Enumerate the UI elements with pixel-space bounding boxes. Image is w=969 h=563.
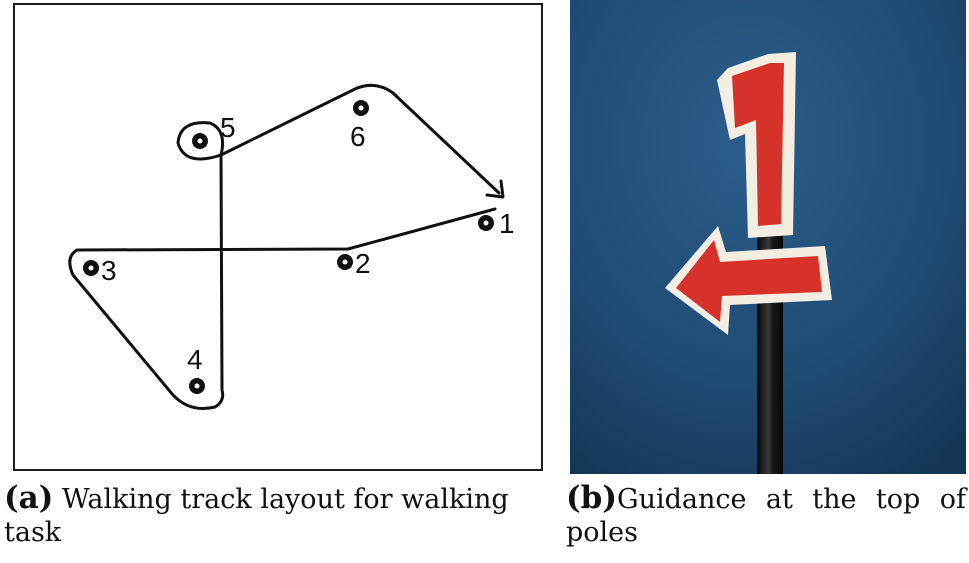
pole-label-1: 1: [499, 208, 515, 239]
pole-marker-5: [192, 133, 208, 149]
pole-marker-1: [478, 215, 494, 231]
number-sign: [717, 52, 796, 238]
pole-marker-3: [83, 260, 99, 276]
pole-label-2: 2: [355, 248, 371, 279]
pole-label-6: 6: [350, 121, 366, 152]
pole-marker-2: [337, 254, 353, 270]
pole-sign-photo: [570, 0, 966, 474]
caption-b-tag: (b): [566, 480, 618, 516]
caption-a-tag: (a): [4, 480, 54, 516]
pole-sign-svg: [570, 0, 966, 474]
caption-a-text: Walking track layout for walking task: [4, 484, 509, 548]
pole-marker-6: [353, 100, 369, 116]
caption-b-text: Guidance at the top of poles: [566, 484, 966, 548]
track-arrowhead: [485, 179, 505, 199]
walking-track-path: [68, 83, 501, 410]
pole-label-4: 4: [187, 344, 203, 375]
left-arrow-icon: [665, 226, 832, 335]
walking-track-diagram: 1 2 3 4 5 6: [13, 3, 543, 471]
caption-a: (a) Walking track layout for walking tas…: [4, 482, 564, 549]
pole-label-5: 5: [220, 112, 236, 143]
pole-marker-4: [189, 378, 205, 394]
track-svg: 1 2 3 4 5 6: [68, 83, 515, 410]
caption-b: (b)Guidance at the top of poles: [566, 482, 966, 549]
pole-label-3: 3: [101, 255, 117, 286]
